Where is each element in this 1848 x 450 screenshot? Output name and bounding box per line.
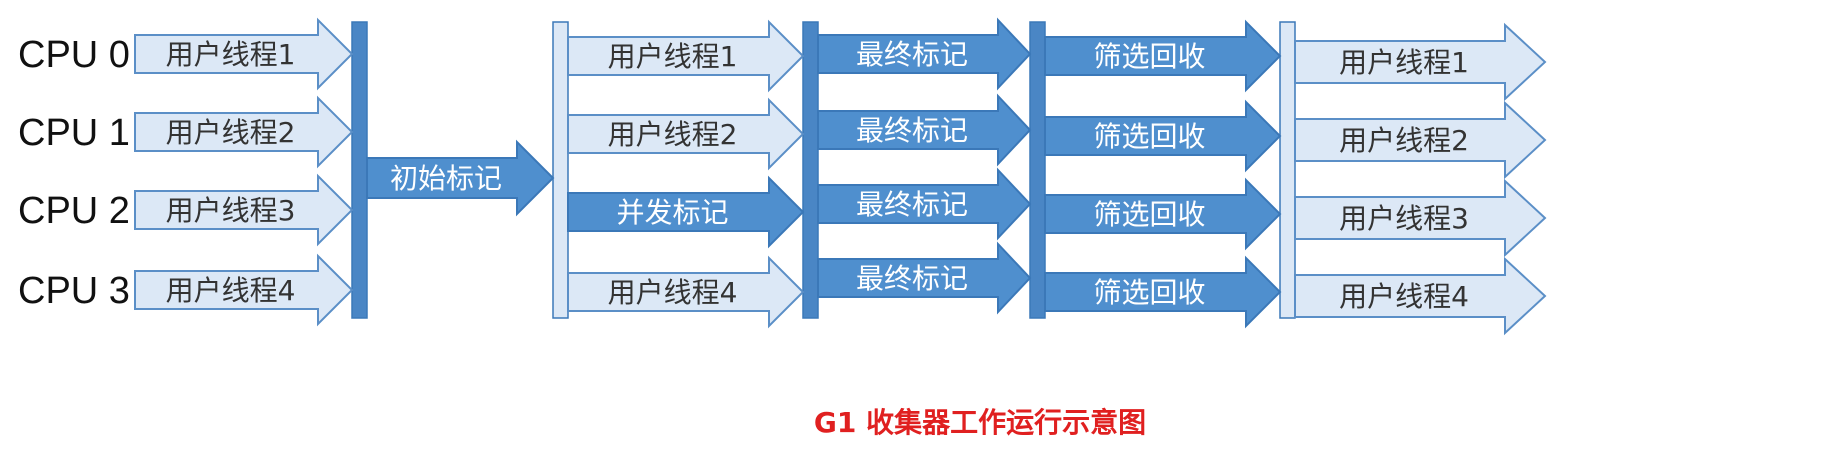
final-mark-arrow-3: 最终标记 [817, 167, 1032, 241]
stage5-user-thread-2: 用户线程2 [1294, 100, 1547, 180]
final-mark-arrow-3-label: 最终标记 [856, 188, 968, 221]
stage1-user-thread-3: 用户线程3 [134, 173, 354, 247]
stage1-user-thread-1-label: 用户线程1 [166, 38, 296, 71]
stage1-user-thread-1: 用户线程1 [134, 17, 354, 91]
stage1-user-thread-2: 用户线程2 [134, 95, 354, 169]
cleanup-arrow-3-shape [1044, 177, 1282, 251]
stage1-user-thread-4-shape [134, 253, 354, 327]
diagram-caption: G1 收集器工作运行示意图 [814, 406, 1146, 439]
stage5-user-thread-4: 用户线程4 [1294, 256, 1547, 336]
cleanup-arrow-1-shape [1044, 19, 1282, 93]
stage2-thread-1: 用户线程1 [567, 19, 805, 93]
safepoint-bar-4 [1029, 21, 1046, 319]
cpu-labels: CPU 0 CPU 1 CPU 2 CPU 3 [18, 34, 130, 312]
cleanup-arrow-2-label: 筛选回收 [1093, 120, 1205, 153]
stage1-user-thread-3-label: 用户线程3 [166, 194, 296, 227]
cpu-label-3: CPU 3 [18, 270, 130, 312]
safepoint-bars [351, 21, 1296, 319]
safepoint-bar-2 [552, 21, 569, 319]
stage5-user-thread-4-label: 用户线程4 [1339, 280, 1469, 313]
stage2-thread-1-shape [567, 19, 805, 93]
final-mark-arrow-2-shape [817, 93, 1032, 167]
cleanup-arrow-1: 筛选回收 [1044, 19, 1282, 93]
stage5-user-thread-3-label: 用户线程3 [1339, 202, 1469, 235]
stage2-thread-4-label: 用户线程4 [608, 276, 738, 309]
final-mark-arrow-4-shape [817, 241, 1032, 315]
cleanup-arrow-2-shape [1044, 99, 1282, 173]
stage2-thread-2-label: 用户线程2 [608, 118, 738, 151]
stage5-user-thread-3-shape [1294, 178, 1547, 258]
final-mark-arrow-3-shape [817, 167, 1032, 241]
cleanup-arrow-4-label: 筛选回收 [1093, 276, 1205, 309]
final-mark-arrow-1-label: 最终标记 [856, 38, 968, 71]
cleanup-arrow-3-label: 筛选回收 [1093, 198, 1205, 231]
stage2-thread-4: 用户线程4 [567, 255, 805, 329]
stage2-thread-3: 并发标记 [567, 175, 805, 249]
final-mark-arrow-2: 最终标记 [817, 93, 1032, 167]
safepoint-bar-5 [1279, 21, 1296, 319]
stage2-thread-3-shape [567, 175, 805, 249]
stage1-user-thread-2-label: 用户线程2 [166, 116, 296, 149]
cpu-label-2: CPU 2 [18, 190, 130, 232]
cleanup-arrow-3: 筛选回收 [1044, 177, 1282, 251]
stage1-user-thread-3-shape [134, 173, 354, 247]
stage2-thread-2-shape [567, 97, 805, 171]
stage1-user-thread-1-shape [134, 17, 354, 91]
stage5-user-thread-2-shape [1294, 100, 1547, 180]
final-mark-arrow-1: 最终标记 [817, 17, 1032, 91]
final-mark-arrow-4-label: 最终标记 [856, 262, 968, 295]
stage1-user-thread-4: 用户线程4 [134, 253, 354, 327]
cleanup-arrow-4-shape [1044, 255, 1282, 329]
initial-mark-arrow: 初始标记 [366, 139, 555, 217]
final-mark-arrow-1-shape [817, 17, 1032, 91]
initial-mark-arrow-label: 初始标记 [390, 162, 502, 195]
cleanup-arrow-4: 筛选回收 [1044, 255, 1282, 329]
initial-mark-arrow-shape [366, 139, 555, 217]
stage5-user-thread-3: 用户线程3 [1294, 178, 1547, 258]
stage5-user-thread-4-shape [1294, 256, 1547, 336]
stage5-user-thread-1: 用户线程1 [1294, 22, 1547, 102]
stage2-thread-2: 用户线程2 [567, 97, 805, 171]
stage2-thread-3-label: 并发标记 [616, 196, 728, 229]
final-mark-arrow-2-label: 最终标记 [856, 114, 968, 147]
cleanup-arrow-1-label: 筛选回收 [1093, 40, 1205, 73]
stage2-thread-4-shape [567, 255, 805, 329]
safepoint-bar-3 [802, 21, 819, 319]
stage1-user-thread-4-label: 用户线程4 [166, 274, 296, 307]
stage5-user-thread-2-label: 用户线程2 [1339, 124, 1469, 157]
stage1-user-thread-2-shape [134, 95, 354, 169]
stage2-thread-1-label: 用户线程1 [608, 40, 738, 73]
final-mark-arrow-4: 最终标记 [817, 241, 1032, 315]
safepoint-bar-1 [351, 21, 368, 319]
cleanup-arrow-2: 筛选回收 [1044, 99, 1282, 173]
cpu-label-1: CPU 1 [18, 112, 130, 154]
stage5-user-thread-1-label: 用户线程1 [1339, 46, 1469, 79]
cpu-label-0: CPU 0 [18, 34, 130, 76]
stage5-user-thread-1-shape [1294, 22, 1547, 102]
thread-arrows: 用户线程1用户线程2用户线程3用户线程4初始标记用户线程1用户线程2并发标记用户… [134, 17, 1547, 336]
